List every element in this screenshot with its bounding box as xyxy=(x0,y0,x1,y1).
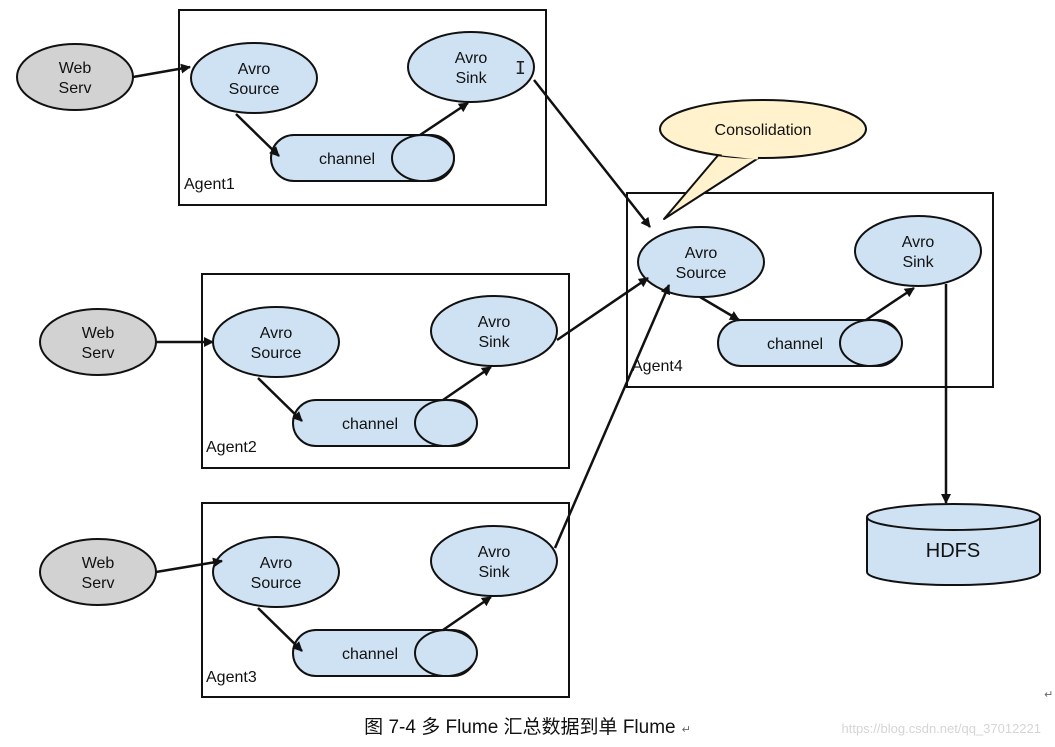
agent3-sink-to-agent4-source-arrow xyxy=(553,284,671,549)
agent2-sink-label-line2: Sink xyxy=(478,334,510,351)
agent4-group: Agent4 Avro Source Avro Sink channel xyxy=(626,192,994,388)
agent2-source-label-line1: Avro xyxy=(260,325,293,342)
agent3-source-label-line2: Source xyxy=(251,575,302,592)
agent4-source: Avro Source xyxy=(637,226,765,298)
paragraph-return-icon: ↵ xyxy=(1044,688,1054,701)
agent4-sink: Avro Sink xyxy=(854,215,982,287)
web-server-1-label-line1: Web xyxy=(59,60,92,77)
agent4-channel: channel xyxy=(717,319,903,367)
agent2-label: Agent2 xyxy=(206,439,257,456)
web-server-2-label-line2: Serv xyxy=(82,345,115,362)
agent1-box xyxy=(178,9,547,206)
agent1-sink-label-line2: Sink xyxy=(455,70,487,87)
agent2-sink: Avro Sink xyxy=(430,295,558,367)
consolidation-callout: Consolidation xyxy=(659,99,867,220)
figure-caption: 图 7-4 多 Flume 汇总数据到单 Flume ↵ xyxy=(0,712,1055,739)
agent2-source-label-line2: Source xyxy=(251,345,302,362)
agent4-label: Agent4 xyxy=(632,358,683,375)
web-server-2-label-line1: Web xyxy=(82,325,115,342)
web-server-3-label-line1: Web xyxy=(82,555,115,572)
figure-caption-text: 图 7-4 多 Flume 汇总数据到单 Flume xyxy=(364,717,676,738)
agent3-channel-label: channel xyxy=(342,646,398,663)
agent3-label: Agent3 xyxy=(206,669,257,686)
agent2-sink-to-agent4-source-arrow xyxy=(556,276,649,342)
watermark: https://blog.csdn.net/qq_37012221 xyxy=(841,721,1042,736)
agent1-sink: Avro Sink xyxy=(407,31,535,103)
hdfs-storage: HDFS xyxy=(866,503,1041,587)
agent3-box xyxy=(201,502,570,698)
agent4-source-to-channel-arrow xyxy=(699,295,740,322)
agent4-source-label-line2: Source xyxy=(676,265,727,282)
agent3-sink-label-line1: Avro xyxy=(478,544,511,561)
web-server-2: Web Serv xyxy=(39,308,157,376)
agent1-source: Avro Source xyxy=(190,42,318,114)
agent3-source: Avro Source xyxy=(212,536,340,608)
agent1-source-to-channel-arrow xyxy=(235,113,280,157)
agent3-source-label-line1: Avro xyxy=(260,555,293,572)
web1-to-agent1-source-arrow xyxy=(132,63,191,79)
agent3-channel-to-sink-arrow xyxy=(442,595,492,632)
web-server-3: Web Serv xyxy=(39,538,157,606)
agent3-sink: Avro Sink xyxy=(430,525,558,597)
agent2-channel-label: channel xyxy=(342,416,398,433)
agent1-sink-label-line1: Avro xyxy=(455,50,488,67)
agent4-sink-label-line2: Sink xyxy=(902,254,934,271)
agent3-channel: channel xyxy=(292,629,478,677)
hdfs-label: HDFS xyxy=(926,540,980,562)
agent4-source-label-line1: Avro xyxy=(685,245,718,262)
agent3-source-to-channel-arrow xyxy=(257,607,303,652)
agent2-sink-label-line1: Avro xyxy=(478,314,511,331)
agent2-box xyxy=(201,273,570,469)
agent1-channel: channel xyxy=(270,134,455,182)
agent2-source-to-channel-arrow xyxy=(257,377,303,422)
web-server-1: Web Serv xyxy=(16,43,134,111)
agent2-source: Avro Source xyxy=(212,306,340,378)
agent3-group: Agent3 Avro Source Avro Sink channel xyxy=(201,502,570,698)
caption-return-mark: ↵ xyxy=(681,724,691,736)
agent2-channel: channel xyxy=(292,399,478,447)
web3-to-agent3-source-arrow xyxy=(155,557,223,574)
consolidation-callout-label: Consolidation xyxy=(715,122,812,139)
agent1-label: Agent1 xyxy=(184,176,235,193)
agent4-box xyxy=(626,192,994,388)
agent1-sink-to-agent4-source-arrow xyxy=(533,79,651,228)
agent4-channel-to-sink-arrow xyxy=(865,286,915,322)
web-server-3-label-line2: Serv xyxy=(82,575,115,592)
agent1-group: Agent1 Avro Source Avro Sink channel xyxy=(178,9,547,206)
agent4-sink-label-line1: Avro xyxy=(902,234,935,251)
agent1-source-label-line2: Source xyxy=(229,81,280,98)
agent1-source-label-line1: Avro xyxy=(238,61,271,78)
text-cursor-icon: I xyxy=(515,58,526,79)
agent4-channel-label: channel xyxy=(767,336,823,353)
agent2-channel-to-sink-arrow xyxy=(442,365,492,402)
agent2-group: Agent2 Avro Source Avro Sink channel xyxy=(201,273,570,469)
agent3-sink-label-line2: Sink xyxy=(478,564,510,581)
agent1-channel-to-sink-arrow xyxy=(419,101,469,137)
web-server-1-label-line2: Serv xyxy=(59,80,92,97)
agent1-channel-label: channel xyxy=(319,151,375,168)
